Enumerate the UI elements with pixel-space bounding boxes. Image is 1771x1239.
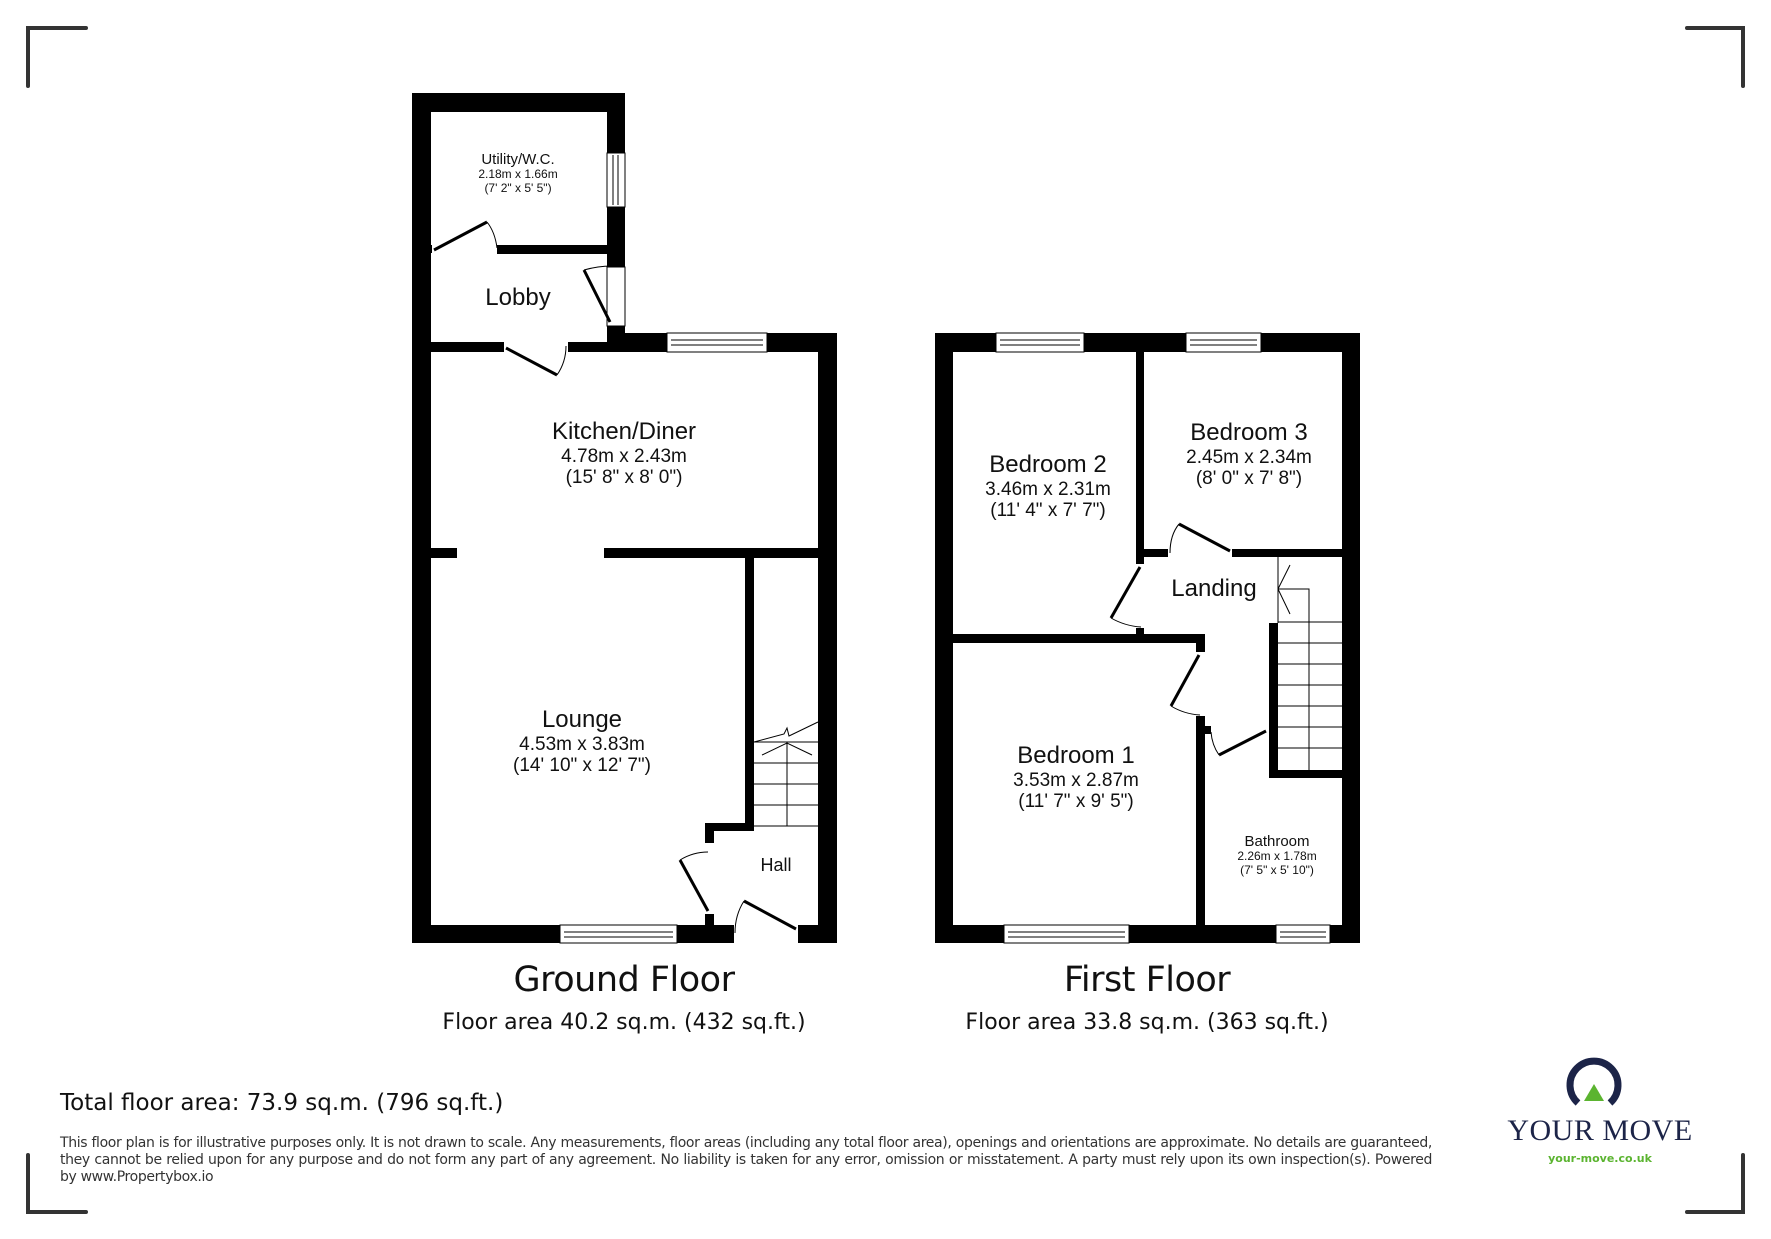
- first-floor-title: First Floor: [1063, 960, 1231, 1000]
- first-floor-area: Floor area 33.8 sq.m. (363 sq.ft.): [965, 1010, 1329, 1035]
- room-dimensions-metric: 2.45m x 2.34m: [1186, 446, 1312, 468]
- ground-floor-windows: [559, 152, 768, 944]
- first-floor-stairs: [1277, 557, 1342, 770]
- room-dimensions-metric: 3.46m x 2.31m: [985, 478, 1111, 500]
- room-dimensions-metric: 4.53m x 3.83m: [519, 733, 645, 755]
- room-lounge: Lounge 4.53m x 3.83m (14' 10" x 12' 7"): [513, 706, 651, 777]
- room-bedroom-1: Bedroom 1 3.53m x 2.87m (11' 7" x 9' 5"): [1013, 742, 1139, 813]
- first-floor-walls: [935, 333, 1360, 943]
- your-move-logo: YOUR MOVE your-move.co.uk: [1500, 1050, 1700, 1165]
- room-name: Lobby: [485, 284, 551, 311]
- your-move-logo-mark: [1566, 1057, 1622, 1106]
- room-kitchen-diner: Kitchen/Diner 4.78m x 2.43m (15' 8" x 8'…: [552, 418, 696, 489]
- room-name: Bedroom 2: [989, 451, 1107, 478]
- room-dimensions-imperial: (7' 5" x 5' 10"): [1240, 863, 1314, 878]
- ground-floor-stairs: [753, 721, 819, 827]
- first-floor-doors: [1109, 522, 1267, 757]
- room-utility-wc: Utility/W.C. 2.18m x 1.66m (7' 2" x 5' 5…: [478, 151, 557, 196]
- room-bedroom-2: Bedroom 2 3.46m x 2.31m (11' 4" x 7' 7"): [985, 451, 1111, 522]
- ground-floor-area: Floor area 40.2 sq.m. (432 sq.ft.): [442, 1010, 806, 1035]
- logo-mark-spacer: [1500, 1050, 1700, 1112]
- room-name: Bathroom: [1244, 833, 1310, 850]
- logo-brand-text: YOUR MOVE: [1507, 1114, 1693, 1147]
- room-hall: Hall: [760, 855, 791, 876]
- logo-url-text: your-move.co.uk: [1548, 1152, 1652, 1165]
- corner-brackets: [26, 26, 1745, 1214]
- room-name: Bedroom 1: [1017, 742, 1135, 769]
- room-name: Utility/W.C.: [481, 151, 555, 168]
- room-dimensions-imperial: (14' 10" x 12' 7"): [513, 755, 651, 777]
- total-floor-area: Total floor area: 73.9 sq.m. (796 sq.ft.…: [60, 1090, 504, 1116]
- room-bedroom-3: Bedroom 3 2.45m x 2.34m (8' 0" x 7' 8"): [1186, 419, 1312, 490]
- first-floor-windows: [995, 332, 1331, 944]
- room-bathroom: Bathroom 2.26m x 1.78m (7' 5" x 5' 10"): [1237, 833, 1316, 878]
- room-name: Hall: [760, 855, 792, 875]
- room-name: Kitchen/Diner: [551, 418, 697, 445]
- room-dimensions-imperial: (11' 4" x 7' 7"): [990, 500, 1106, 522]
- room-dimensions-imperial: (8' 0" x 7' 8"): [1195, 468, 1303, 490]
- room-landing: Landing: [1171, 575, 1256, 603]
- ground-floor-walls: [412, 93, 837, 943]
- room-name: Bedroom 3: [1190, 419, 1308, 446]
- room-dimensions-metric: 2.18m x 1.66m: [478, 167, 558, 182]
- disclaimer-text: This floor plan is for illustrative purp…: [60, 1135, 1432, 1185]
- room-dimensions-metric: 4.78m x 2.43m: [561, 445, 687, 467]
- room-dimensions-imperial: (15' 8" x 8' 0"): [565, 467, 683, 489]
- ground-floor-doors: [433, 220, 797, 934]
- room-name: Landing: [1171, 575, 1257, 602]
- room-lobby: Lobby: [485, 284, 550, 312]
- room-name: Lounge: [541, 706, 623, 733]
- ground-floor-title: Ground Floor: [513, 960, 735, 1000]
- room-dimensions-imperial: (11' 7" x 9' 5"): [1018, 791, 1134, 813]
- room-dimensions-metric: 3.53m x 2.87m: [1013, 769, 1139, 791]
- room-dimensions-metric: 2.26m x 1.78m: [1237, 849, 1317, 864]
- room-dimensions-imperial: (7' 2" x 5' 5"): [484, 181, 552, 196]
